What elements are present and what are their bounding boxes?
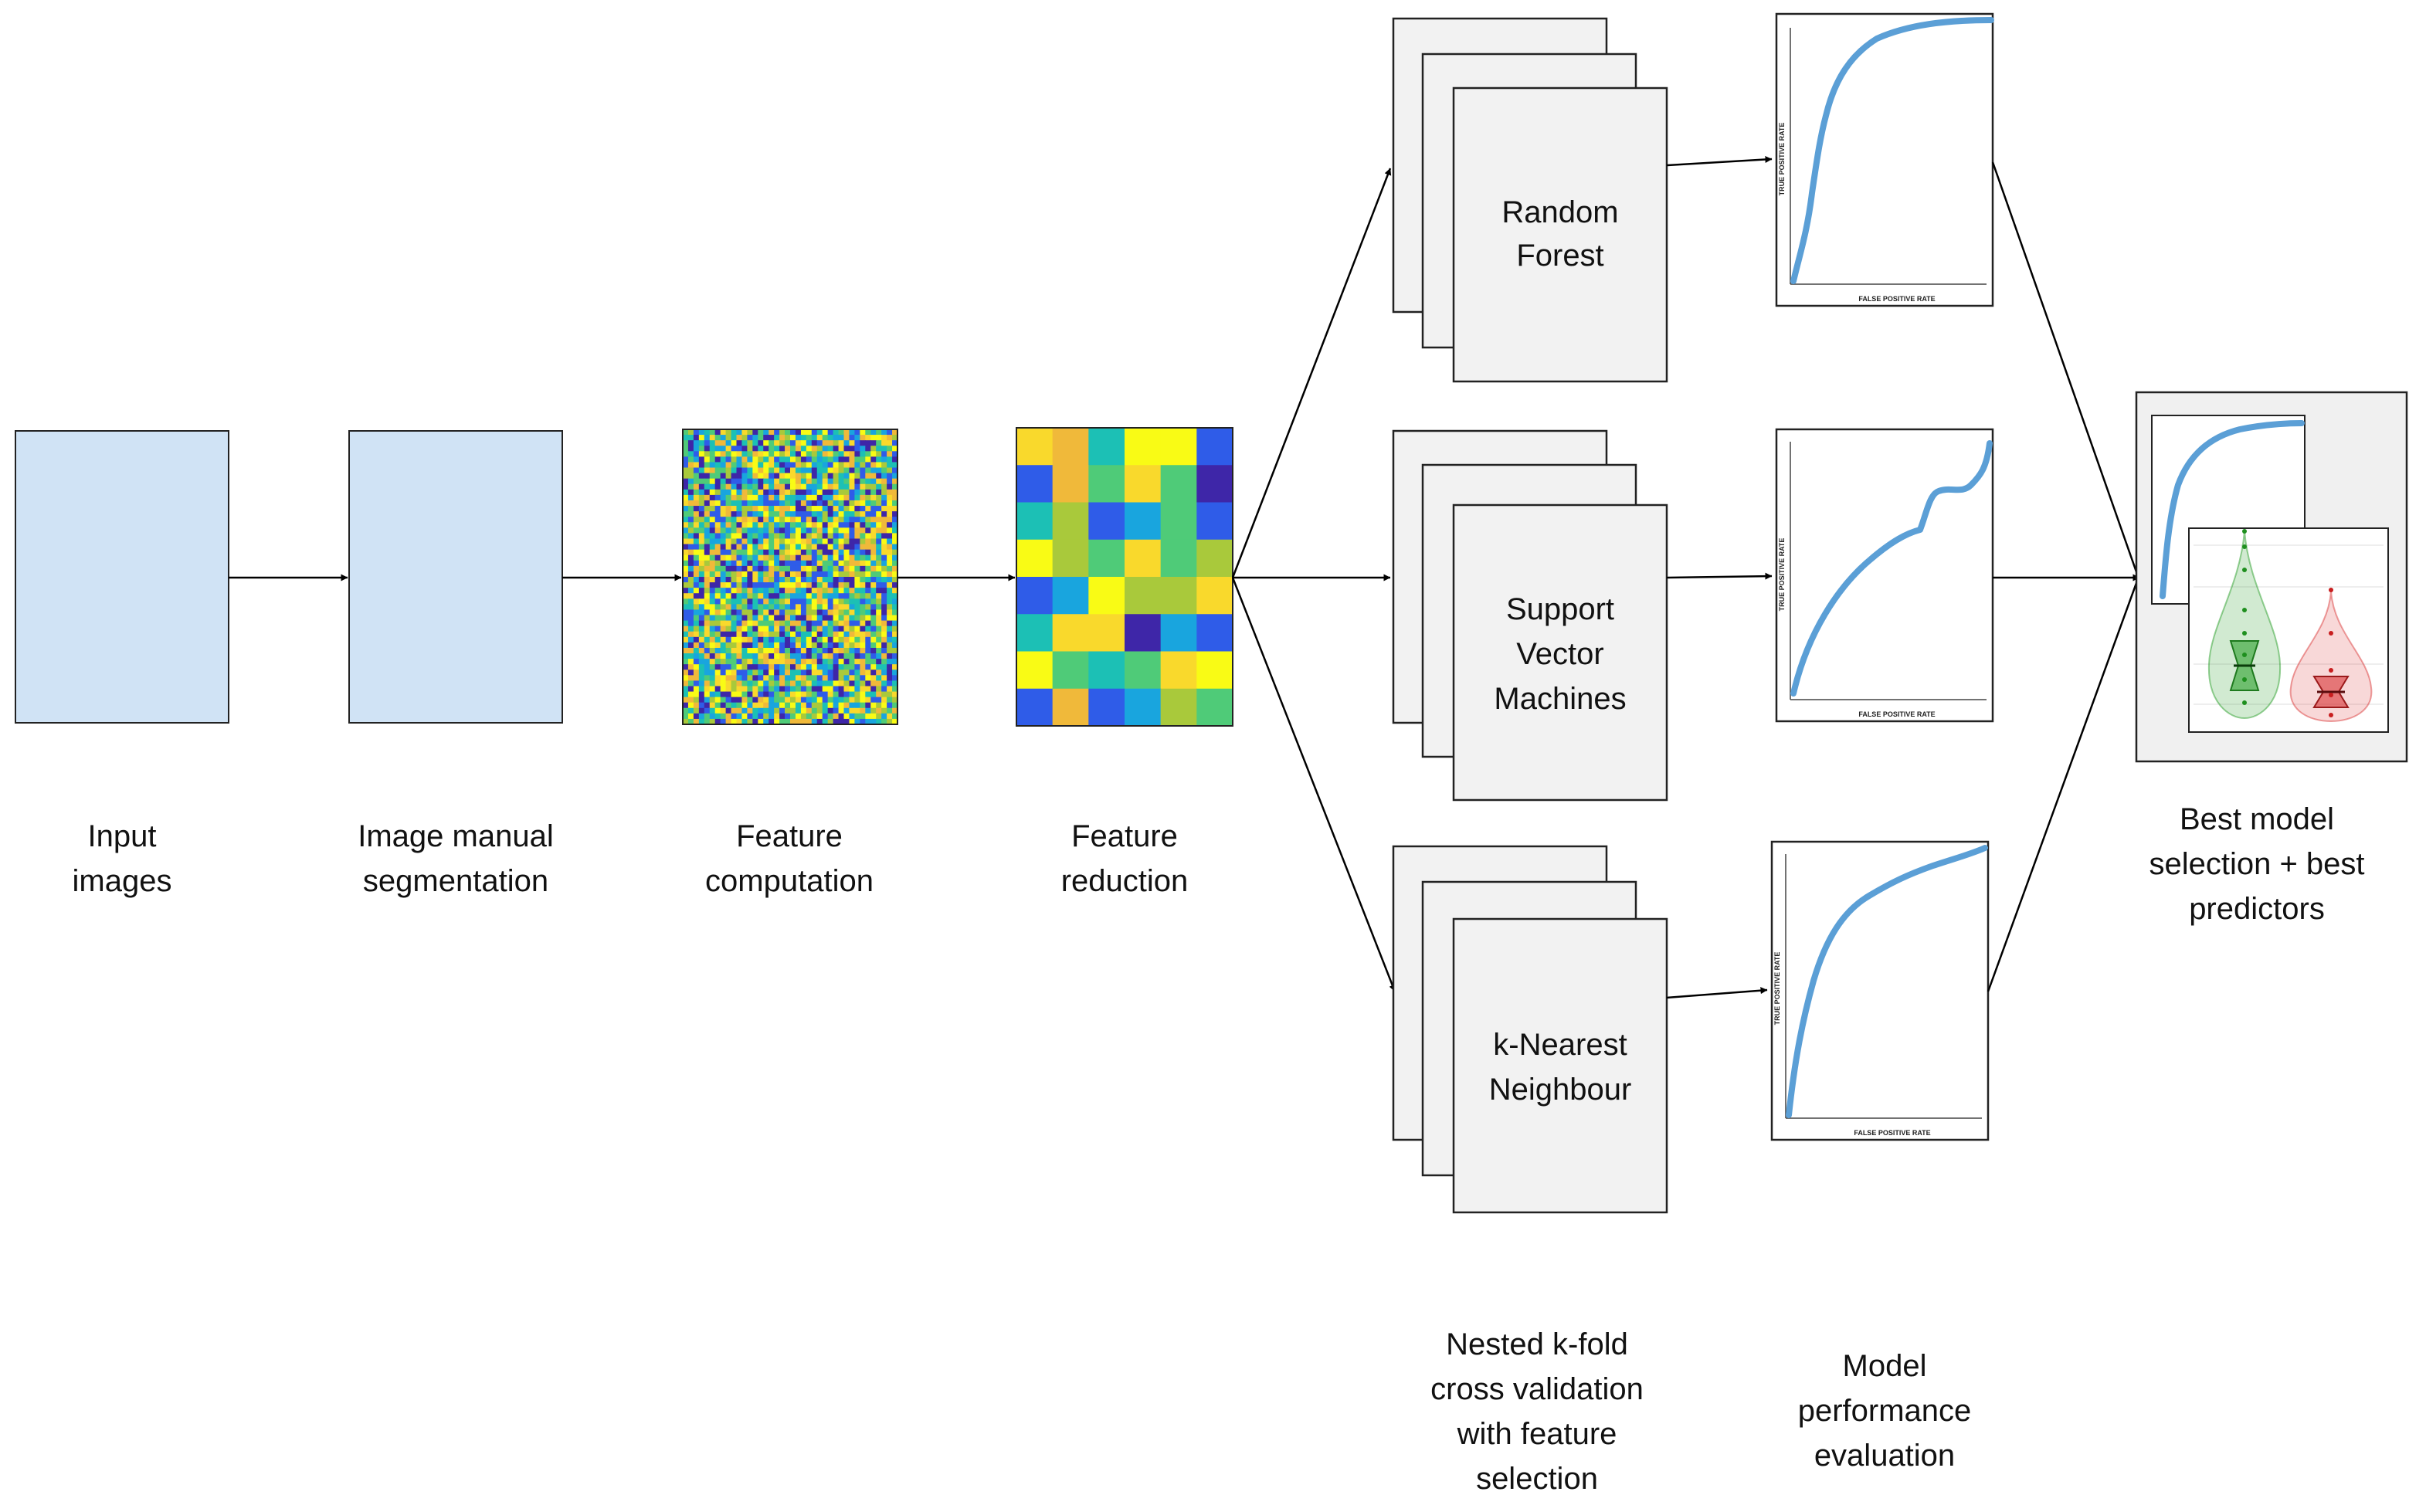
violin-plot-icon [2188,527,2389,733]
roc-svm-ylabel: TRUE POSITIVE RATE [1778,538,1786,612]
arrow-rf-to-roc [1666,156,1773,167]
roc-rf-ylabel: TRUE POSITIVE RATE [1778,123,1786,196]
arrow-svm-to-roc [1666,572,1773,580]
roc-plot-rf: FALSE POSITIVE RATE TRUE POSITIVE RATE [1775,12,1994,307]
feature-computation-heatmap [682,429,898,725]
knn-stack [1392,845,1668,1214]
arrow-reduction-to-rf [1231,168,1392,578]
arrow-roc-knn-to-best [1987,574,2141,992]
arrow-reduction-to-knn [1231,577,1396,992]
roc-plot-svm: FALSE POSITIVE RATE TRUE POSITIVE RATE [1775,428,1994,723]
best-model-panel [2135,391,2408,763]
arrow-knn-to-roc [1666,987,1768,999]
feature-reduction-heatmap [1016,427,1233,727]
roc-plot-knn: FALSE POSITIVE RATE TRUE POSITIVE RATE [1770,840,1990,1141]
segmentation-box [348,430,563,724]
roc-rf-xlabel: FALSE POSITIVE RATE [1858,295,1935,303]
input-images-box [15,430,229,724]
arrow-roc-rf-to-best [1991,161,2141,581]
svm-stack [1392,429,1668,802]
roc-knn-ylabel: TRUE POSITIVE RATE [1773,952,1781,1026]
random-forest-stack [1392,17,1668,383]
roc-knn-xlabel: FALSE POSITIVE RATE [1854,1129,1930,1137]
roc-svm-xlabel: FALSE POSITIVE RATE [1858,710,1935,718]
